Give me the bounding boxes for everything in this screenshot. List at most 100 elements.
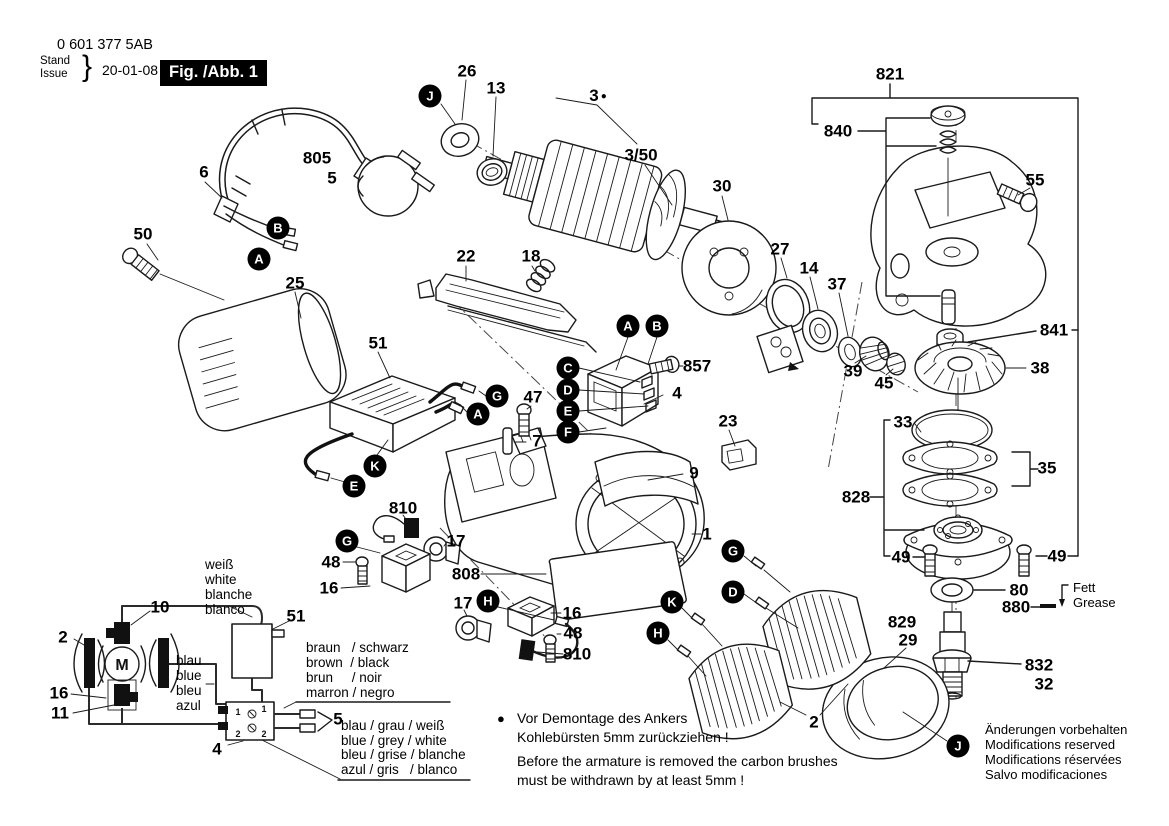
- svg-text:1: 1: [261, 704, 266, 714]
- air-baffle-9: [594, 450, 699, 507]
- document-number: 0 601 377 5AB: [57, 37, 153, 53]
- part-callout-55: 55: [1025, 170, 1045, 190]
- part-callout-26: 26: [457, 61, 477, 81]
- ring-26: [440, 122, 480, 158]
- part-callout-27: 27: [770, 239, 790, 259]
- part-callout-5: 5: [333, 709, 343, 729]
- part-callout-805: 805: [302, 148, 332, 168]
- part-callout-808: 808: [451, 564, 481, 584]
- part-callout-857: 857: [682, 356, 712, 376]
- part-callout-3/50: 3/50: [624, 145, 658, 165]
- brush-assembly-upper: [355, 515, 461, 593]
- text-line: blue / grey / white: [341, 732, 447, 748]
- baffle-30: [681, 220, 777, 316]
- part-callout-829: 829: [887, 612, 917, 632]
- seal-stack: [902, 409, 998, 508]
- part-callout-828: 828: [841, 487, 871, 507]
- wire-ref-badge-G: G: [721, 539, 745, 563]
- part-callout-48: 48: [321, 552, 341, 572]
- part-callout-51: 51: [286, 606, 306, 626]
- svg-text:1: 1: [235, 707, 240, 717]
- wire-ref-badge-K: K: [363, 454, 387, 478]
- wire-ref-badge-B: B: [266, 216, 290, 240]
- part-callout-37: 37: [827, 274, 847, 294]
- part-callout-841: 841: [1039, 320, 1069, 340]
- text-line: brun / noir: [306, 670, 382, 685]
- part-callout-16: 16: [562, 603, 582, 623]
- part-callout-47: 47: [523, 387, 543, 407]
- text-line: bleu / grise / blanche: [341, 747, 466, 762]
- text-line: blanche: [205, 587, 253, 602]
- text-line: Before the armature is removed the carbo…: [517, 753, 838, 769]
- gear-38: [914, 339, 1006, 419]
- text-line: Vor Demontage des Ankers: [517, 710, 688, 726]
- part-callout-810: 810: [388, 498, 418, 518]
- svg-text:2: 2: [261, 729, 266, 739]
- part-callout-51: 51: [368, 333, 388, 353]
- wire-ref-badge-A: A: [466, 402, 490, 426]
- armature-dot-marker: ●: [600, 91, 607, 102]
- wire-ref-badge-B: B: [645, 314, 669, 338]
- reference-brackets: [811, 83, 1079, 665]
- part-callout-10: 10: [150, 597, 170, 617]
- wire-ref-badge-A: A: [616, 314, 640, 338]
- wire-ref-badge-K: K: [660, 590, 684, 614]
- screw-50: [122, 247, 160, 281]
- text-line: Modifications réservées: [985, 752, 1122, 767]
- wiring-schematic: M 1 1 2 2: [70, 605, 471, 781]
- part-callout-2: 2: [58, 627, 68, 647]
- part-callout-50: 50: [133, 224, 153, 244]
- text-line: blue: [176, 668, 202, 683]
- wire-ref-badge-E: E: [342, 474, 366, 498]
- part-callout-13: 13: [486, 78, 506, 98]
- text-line: Salvo modificaciones: [985, 767, 1108, 782]
- part-callout-16: 16: [49, 683, 69, 703]
- part-callout-35: 35: [1037, 458, 1057, 478]
- wire-ref-badge-G: G: [485, 384, 509, 408]
- part-callout-821: 821: [875, 64, 905, 84]
- motor-cover-25: [177, 288, 347, 432]
- note-bullet: ●: [497, 711, 505, 726]
- part-callout-49: 49: [891, 547, 911, 567]
- gear-head-housing: [870, 105, 1047, 358]
- part-callout-1: 1: [702, 524, 712, 544]
- bearing-stack: [756, 278, 906, 376]
- wire-ref-badge-G: G: [335, 529, 359, 553]
- note-english: Before the armature is removed the carbo…: [517, 752, 838, 789]
- text-line: azul / gris / blanco: [341, 761, 458, 777]
- wire-ref-badge-C: C: [556, 356, 580, 380]
- wire-ref-badge-D: D: [556, 378, 580, 402]
- text-line: blau / grau / weiß: [341, 718, 445, 733]
- motor-symbol-label: M: [115, 657, 128, 674]
- part-callout-4: 4: [672, 383, 682, 403]
- text-line: white: [205, 572, 237, 587]
- part-callout-25: 25: [285, 273, 305, 293]
- part-callout-9: 9: [689, 463, 699, 483]
- text-line: weiß: [205, 557, 234, 572]
- part-callout-80: 80: [1009, 580, 1029, 600]
- text-line: brown / black: [306, 655, 390, 670]
- grease-label-de: Fett: [1073, 580, 1096, 595]
- text-line: braun / schwarz: [306, 640, 409, 655]
- part-callout-7: 7: [532, 431, 542, 451]
- wire-ref-badge-J: J: [946, 734, 970, 758]
- lever-22: [417, 258, 597, 455]
- part-callout-30: 30: [712, 176, 732, 196]
- part-callout-810: 810: [562, 644, 592, 664]
- part-callout-23: 23: [718, 411, 738, 431]
- brace-glyph: }: [82, 50, 93, 83]
- wire-ref-badge-A: A: [247, 247, 271, 271]
- part-callout-17: 17: [446, 531, 466, 551]
- issue-date: 20-01-08: [102, 62, 159, 78]
- wire-ref-badge-E: E: [556, 399, 580, 423]
- text-line: must be withdrawn by at least 5mm !: [517, 771, 745, 788]
- field-coils-2: [676, 556, 872, 740]
- part-callout-38: 38: [1030, 358, 1050, 378]
